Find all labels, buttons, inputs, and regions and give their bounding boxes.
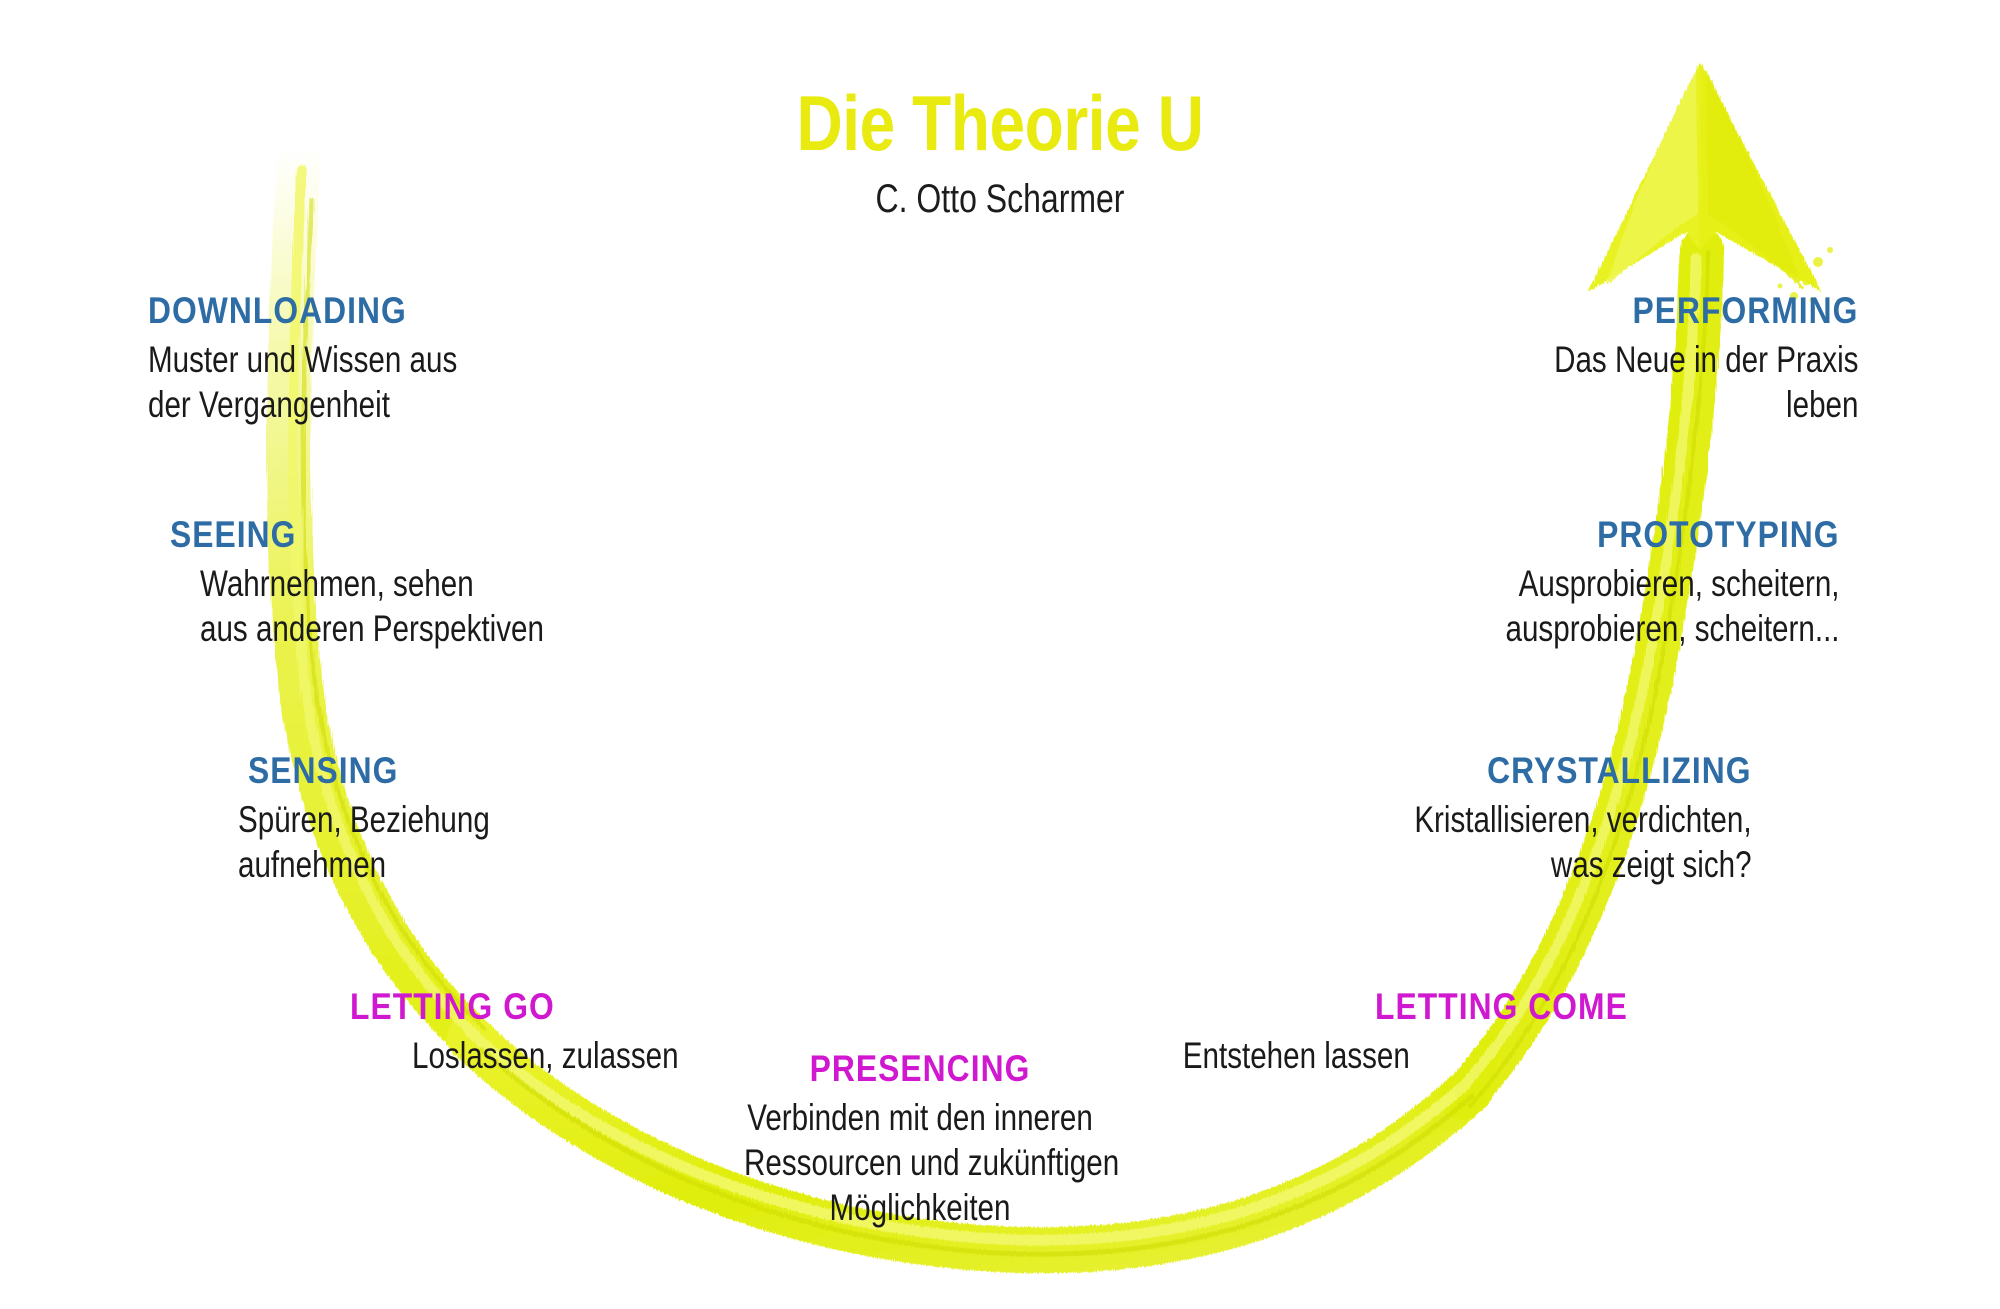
stage-label-seeing: SEEING xyxy=(170,514,297,555)
stage-sensing: SENSING Spüren, Beziehung aufnehmen xyxy=(238,750,553,887)
stage-description-crystallizing: Kristallisieren, verdichten, was zeigt s… xyxy=(1415,797,1752,887)
stage-description-prototyping: Ausprobieren, scheitern, ausprobieren, s… xyxy=(1506,561,1840,651)
stage-description-line: der Vergangenheit xyxy=(148,383,390,425)
stage-description-line: Verbinden mit den inneren xyxy=(747,1096,1093,1138)
stage-seeing: SEEING Wahrnehmen, sehen aus anderen Per… xyxy=(170,514,630,651)
stage-label-letting-come: LETTING COME xyxy=(1375,986,1628,1027)
stage-description-sensing: Spüren, Beziehung aufnehmen xyxy=(238,797,490,887)
page-title: Die Theorie U xyxy=(796,79,1204,167)
stage-description-line: ausprobieren, scheitern... xyxy=(1505,607,1840,649)
stage-description-seeing: Wahrnehmen, sehen aus anderen Perspektiv… xyxy=(200,561,544,651)
stage-presencing: PRESENCING Verbinden mit den inneren Res… xyxy=(700,1048,1140,1230)
stage-label-letting-go: LETTING GO xyxy=(350,986,555,1027)
stage-description-presencing: Verbinden mit den inneren Ressourcen und… xyxy=(744,1095,1120,1230)
stage-description-line: Möglichkeiten xyxy=(829,1187,1011,1229)
stage-label-prototyping: PROTOTYPING xyxy=(1597,514,1840,555)
page-subtitle-author: C. Otto Scharmer xyxy=(875,176,1125,221)
stage-label-crystallizing: CRYSTALLIZING xyxy=(1487,750,1752,791)
stage-description-line: Entstehen lassen xyxy=(1182,1034,1410,1076)
stage-prototyping: PROTOTYPING Ausprobieren, scheitern, aus… xyxy=(1422,514,1840,651)
stage-performing: PERFORMING Das Neue in der Praxis leben xyxy=(1478,290,1858,427)
stage-label-sensing: SENSING xyxy=(248,750,399,791)
stage-label-presencing: PRESENCING xyxy=(809,1048,1031,1089)
stage-downloading: DOWNLOADING Muster und Wissen aus der Ve… xyxy=(148,290,535,427)
stage-description-line: Kristallisieren, verdichten, xyxy=(1414,798,1752,840)
stage-description-line: Ausprobieren, scheitern, xyxy=(1519,562,1840,604)
title-block: Die Theorie U C. Otto Scharmer xyxy=(0,79,2000,221)
stage-description-line: Spüren, Beziehung xyxy=(238,798,490,840)
stage-description-letting-go: Loslassen, zulassen xyxy=(412,1033,679,1078)
stage-description-line: leben xyxy=(1785,383,1858,425)
stage-description-letting-come: Entstehen lassen xyxy=(1183,1033,1410,1078)
stage-description-line: was zeigt sich? xyxy=(1551,843,1752,885)
stage-description-line: aus anderen Perspektiven xyxy=(200,607,544,649)
stage-description-line: aufnehmen xyxy=(238,843,387,885)
stage-description-line: Muster und Wissen aus xyxy=(148,338,458,380)
stage-letting-come: LETTING COME Entstehen lassen xyxy=(1126,986,1650,1078)
stage-description-performing: Das Neue in der Praxis leben xyxy=(1554,337,1858,427)
stage-label-performing: PERFORMING xyxy=(1632,290,1858,331)
stage-crystallizing: CRYSTALLIZING Kristallisieren, verdichte… xyxy=(1330,750,1752,887)
stage-description-line: Loslassen, zulassen xyxy=(412,1034,679,1076)
stage-description-line: Wahrnehmen, sehen xyxy=(200,562,474,604)
stage-label-downloading: DOWNLOADING xyxy=(148,290,407,331)
stage-description-line: Ressourcen und zukünftigen xyxy=(744,1141,1120,1183)
stage-description-line: Das Neue in der Praxis xyxy=(1553,338,1858,380)
stage-letting-go: LETTING GO Loslassen, zulassen xyxy=(350,986,745,1078)
stage-description-downloading: Muster und Wissen aus der Vergangenheit xyxy=(148,337,457,427)
